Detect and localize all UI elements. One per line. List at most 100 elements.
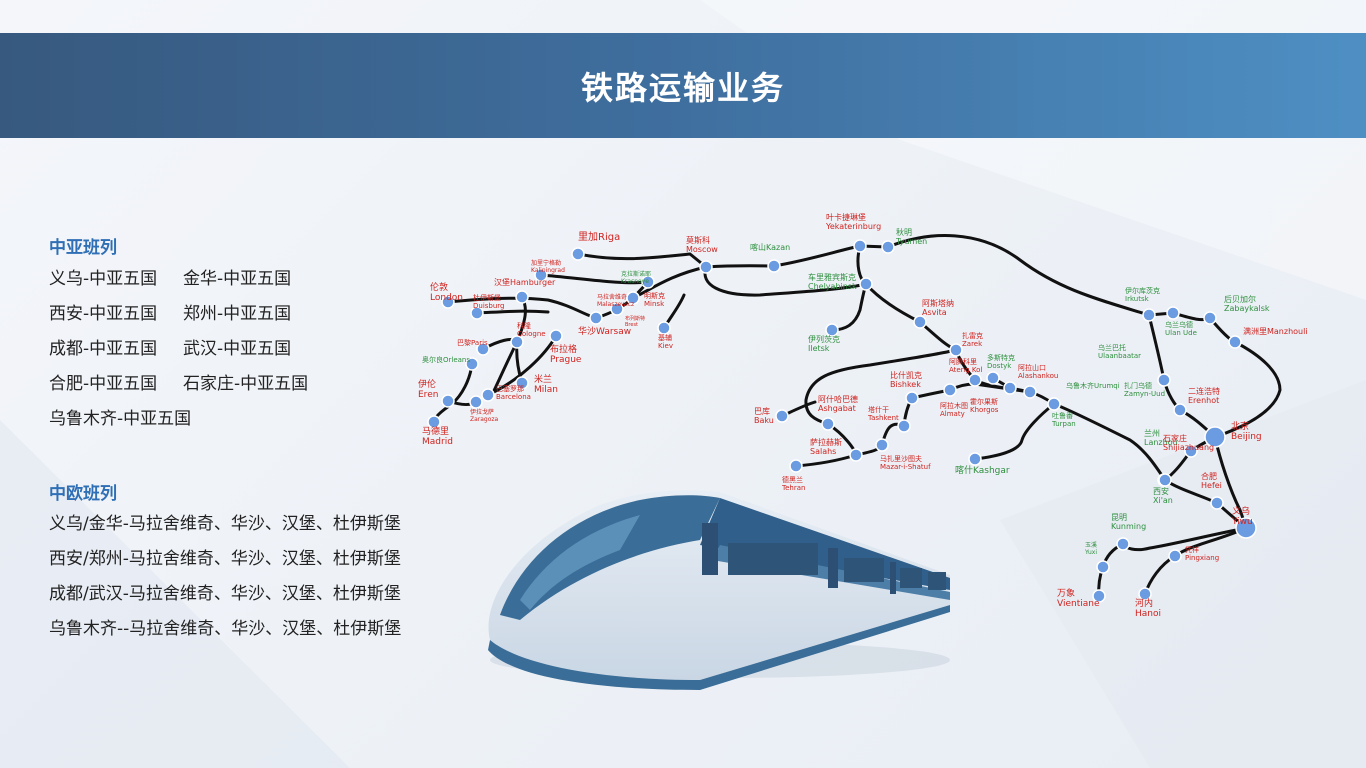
station-node-paris: [476, 342, 490, 356]
station-label-cn-london: 伦敦: [430, 281, 448, 293]
station-label-cn-zamynuud: 扎门乌德: [1124, 381, 1152, 390]
station-label-en-moscow: Moscow: [686, 245, 718, 254]
station-label-en-salahs: Salahs: [810, 447, 836, 456]
page-title: 铁路运输业务: [580, 69, 785, 107]
station-label-cn-lanzhou: 兰州: [1144, 428, 1160, 438]
route-row: 西安-中亚五国郑州-中亚五国: [49, 304, 292, 324]
station-label-en-tashkent: Tashkent: [867, 414, 899, 422]
station-label-en-ashgabat: Ashgabat: [818, 404, 856, 413]
station-label-cn-yekaterinburg: 叶卡捷琳堡: [826, 212, 866, 222]
station-node-baku: [775, 409, 789, 423]
station-label-cn-mazar: 马扎里沙图夫: [880, 454, 922, 463]
station-node-london: [441, 295, 455, 309]
station-label-en-barcelona: Barcelona: [496, 393, 531, 401]
station-node-warsaw: [589, 311, 603, 325]
central-asia-title: 中亚班列: [49, 238, 117, 258]
station-node-xian: [1158, 473, 1172, 487]
europe-title: 中欧班列: [49, 484, 117, 504]
station-label-cn-minsk: 明斯克: [644, 291, 665, 300]
station-node-hefei: [1210, 496, 1224, 510]
station-label-en-yiwu: Yiwu: [1231, 517, 1253, 527]
station-label-en-zaragoza: Zaragoza: [470, 416, 499, 423]
station-label-en-iletsk: Iletsk: [808, 344, 830, 353]
station-label-cn-zaragoza: 伊拉戈萨: [470, 408, 494, 416]
station-label-en-zabaykalsk: Zabaykalsk: [1224, 304, 1270, 313]
station-label-cn-prague: 布拉格: [550, 343, 577, 355]
station-label-cn-shijiazhuang: 石家庄: [1163, 433, 1187, 443]
station-label-en-irkutsk: Irkutsk: [1125, 295, 1150, 303]
station-label-en-zamynuud: Zamyn-Uud: [1124, 390, 1165, 398]
station-node-chelyabinsk: [859, 277, 873, 291]
station-node-zamynuud: [1157, 373, 1171, 387]
station-label-cn-cologne: 科隆: [517, 321, 531, 330]
station-label-manzhouli: 满洲里Manzhouli: [1243, 326, 1308, 336]
station-label-cn-tyumen: 秋明: [896, 227, 912, 237]
station-label-cn-milan: 米兰: [534, 373, 552, 385]
station-node-mazar: [875, 438, 889, 452]
station-node-prague: [549, 329, 563, 343]
station-label-cn-kaliningrad: 加里宁格勒: [531, 259, 561, 267]
station-node-yiwu: [1235, 517, 1257, 539]
station-label-cn-ulanude: 乌兰乌德: [1165, 320, 1193, 329]
station-label-cn-asvita: 阿斯塔纳: [922, 298, 954, 308]
station-label-en-chelyabinsk: Chelyabinsk: [808, 282, 857, 291]
route-row: 西安/郑州-马拉舍维奇、华沙、汉堡、杜伊斯堡: [49, 549, 401, 569]
central-asia-route-list: 义乌-中亚五国金华-中亚五国 西安-中亚五国郑州-中亚五国 成都-中亚五国武汉-…: [49, 262, 469, 437]
station-node-alashankou: [1023, 385, 1037, 399]
station-label-kashgar: 喀什Kashgar: [955, 464, 1010, 476]
station-label-en-pingxiang: Pingxiang: [1185, 554, 1219, 562]
station-node-tyumen: [881, 240, 895, 254]
station-label-cn-xian: 西安: [1153, 486, 1169, 496]
station-label-en-vientiane: Vientiane: [1057, 599, 1100, 609]
station-node-kazan: [767, 259, 781, 273]
station-label-en-london: London: [430, 293, 463, 303]
station-label-warsaw: 华沙Warsaw: [578, 325, 631, 337]
station-node-zabaykalsk: [1203, 311, 1217, 325]
station-node-atengkol: [968, 373, 982, 387]
station-node-hanoi: [1138, 587, 1152, 601]
station-node-irkutsk: [1142, 308, 1156, 322]
station-label-en-duisburg: Duisburg: [473, 302, 505, 310]
station-node-khorgos: [1003, 381, 1017, 395]
station-node-erenhot: [1173, 403, 1187, 417]
station-label-en-alashankou: Alashankou: [1018, 372, 1058, 380]
station-label-cn-salahs: 萨拉赫斯: [810, 437, 842, 447]
route-row: 义乌-中亚五国金华-中亚五国: [49, 269, 292, 289]
station-label-en-almaty: Almaty: [940, 410, 965, 418]
station-label-urumqi: 乌鲁木齐Urumqi: [1066, 381, 1120, 390]
station-label-cn-beijing: 北京: [1231, 420, 1249, 432]
station-label-cn-tehran: 德黑兰: [782, 475, 803, 484]
station-label-cn-chelyabinsk: 车里雅宾斯克: [808, 272, 856, 282]
station-label-en-mazar: Mazar-i-Shatuf: [880, 463, 931, 471]
station-label-en-krasnoye: Krasnoye: [621, 278, 649, 285]
station-label-en-hefei: Hefei: [1201, 481, 1222, 490]
station-node-ulanude: [1166, 306, 1180, 320]
station-node-turpan: [1047, 397, 1061, 411]
station-label-cn-erenhot: 二连浩特: [1188, 386, 1220, 396]
station-label-cn-atengkol: 阿腾科里: [949, 357, 977, 366]
station-label-en-madrid: Madrid: [422, 437, 453, 447]
station-label-cn-hanoi: 河内: [1135, 597, 1153, 609]
station-label-cn-ulaanbaatar: 乌兰巴托: [1098, 343, 1126, 352]
station-label-cn-ashgabat: 阿什哈巴德: [818, 394, 858, 404]
station-label-en-brest: Brest: [625, 322, 638, 328]
station-node-kunming: [1116, 537, 1130, 551]
station-label-en-khorgos: Khorgos: [970, 406, 999, 414]
station-label-en-minsk: Minsk: [644, 300, 665, 308]
station-label-cn-barcelona: 巴塞罗那: [496, 384, 524, 393]
station-node-kiev: [657, 321, 671, 335]
station-label-cn-zarek: 扎雷克: [962, 331, 983, 340]
station-node-zaragoza: [469, 395, 483, 409]
station-node-ashgabat: [821, 417, 835, 431]
station-label-paris: 巴黎Paris: [457, 338, 488, 347]
station-label-en-hanoi: Hanoi: [1135, 609, 1161, 619]
station-label-en-prague: Prague: [550, 355, 582, 365]
station-node-zarek: [949, 343, 963, 357]
station-label-cn-baku: 巴库: [754, 406, 770, 416]
station-label-hamburger: 汉堡Hamburger: [494, 277, 556, 287]
station-node-yuxi: [1096, 560, 1110, 574]
route-row: 义乌/金华-马拉舍维奇、华沙、汉堡、杜伊斯堡: [49, 514, 401, 534]
station-label-en-yekaterinburg: Yekaterinburg: [825, 222, 881, 231]
header-banner: [0, 33, 1366, 138]
